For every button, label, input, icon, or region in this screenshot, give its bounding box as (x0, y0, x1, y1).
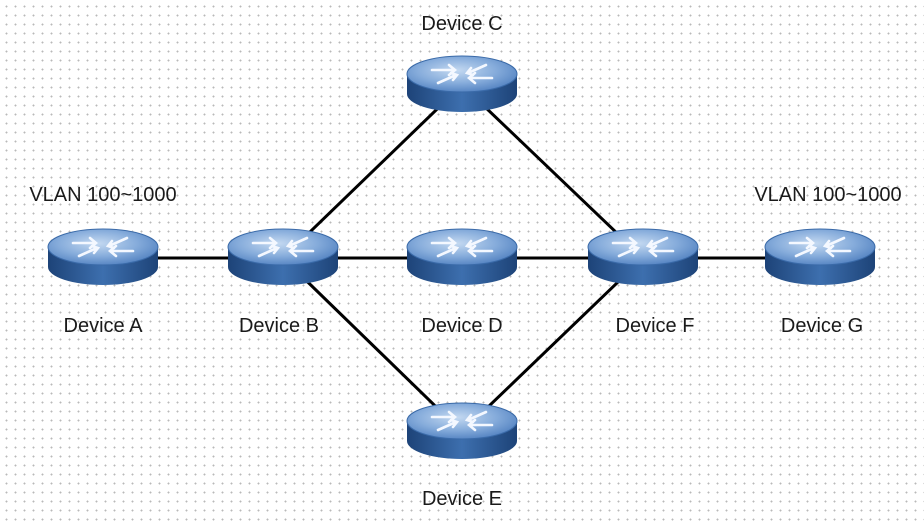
switch-icon (226, 227, 340, 287)
link-b-c (281, 83, 464, 260)
device-g-label: Device G (781, 315, 863, 337)
device-f[interactable]: Device F (586, 227, 700, 337)
vlan-label-left: VLAN 100~1000 (29, 184, 176, 206)
device-a[interactable]: Device A (46, 227, 160, 337)
switch-icon (586, 227, 700, 287)
switch-icon (763, 227, 877, 287)
device-e-label: Device E (422, 488, 502, 510)
switch-icon (405, 227, 519, 287)
device-c[interactable]: Device C (405, 13, 519, 114)
link-c-f (460, 83, 645, 260)
device-b-label: Device B (239, 315, 319, 337)
device-f-label: Device F (616, 315, 695, 337)
device-e[interactable]: Device E (405, 401, 519, 510)
vlan-label-right: VLAN 100~1000 (754, 184, 901, 206)
device-d[interactable]: Device D (405, 227, 519, 337)
device-d-label: Device D (421, 315, 502, 337)
device-g[interactable]: Device G (763, 227, 877, 337)
switch-icon (405, 54, 519, 114)
device-c-label: Device C (421, 13, 502, 35)
device-a-label: Device A (64, 315, 144, 337)
switch-icon (46, 227, 160, 287)
switch-icon (405, 401, 519, 461)
link-b-e (281, 256, 464, 434)
link-e-f (460, 256, 645, 434)
device-b[interactable]: Device B (226, 227, 340, 337)
